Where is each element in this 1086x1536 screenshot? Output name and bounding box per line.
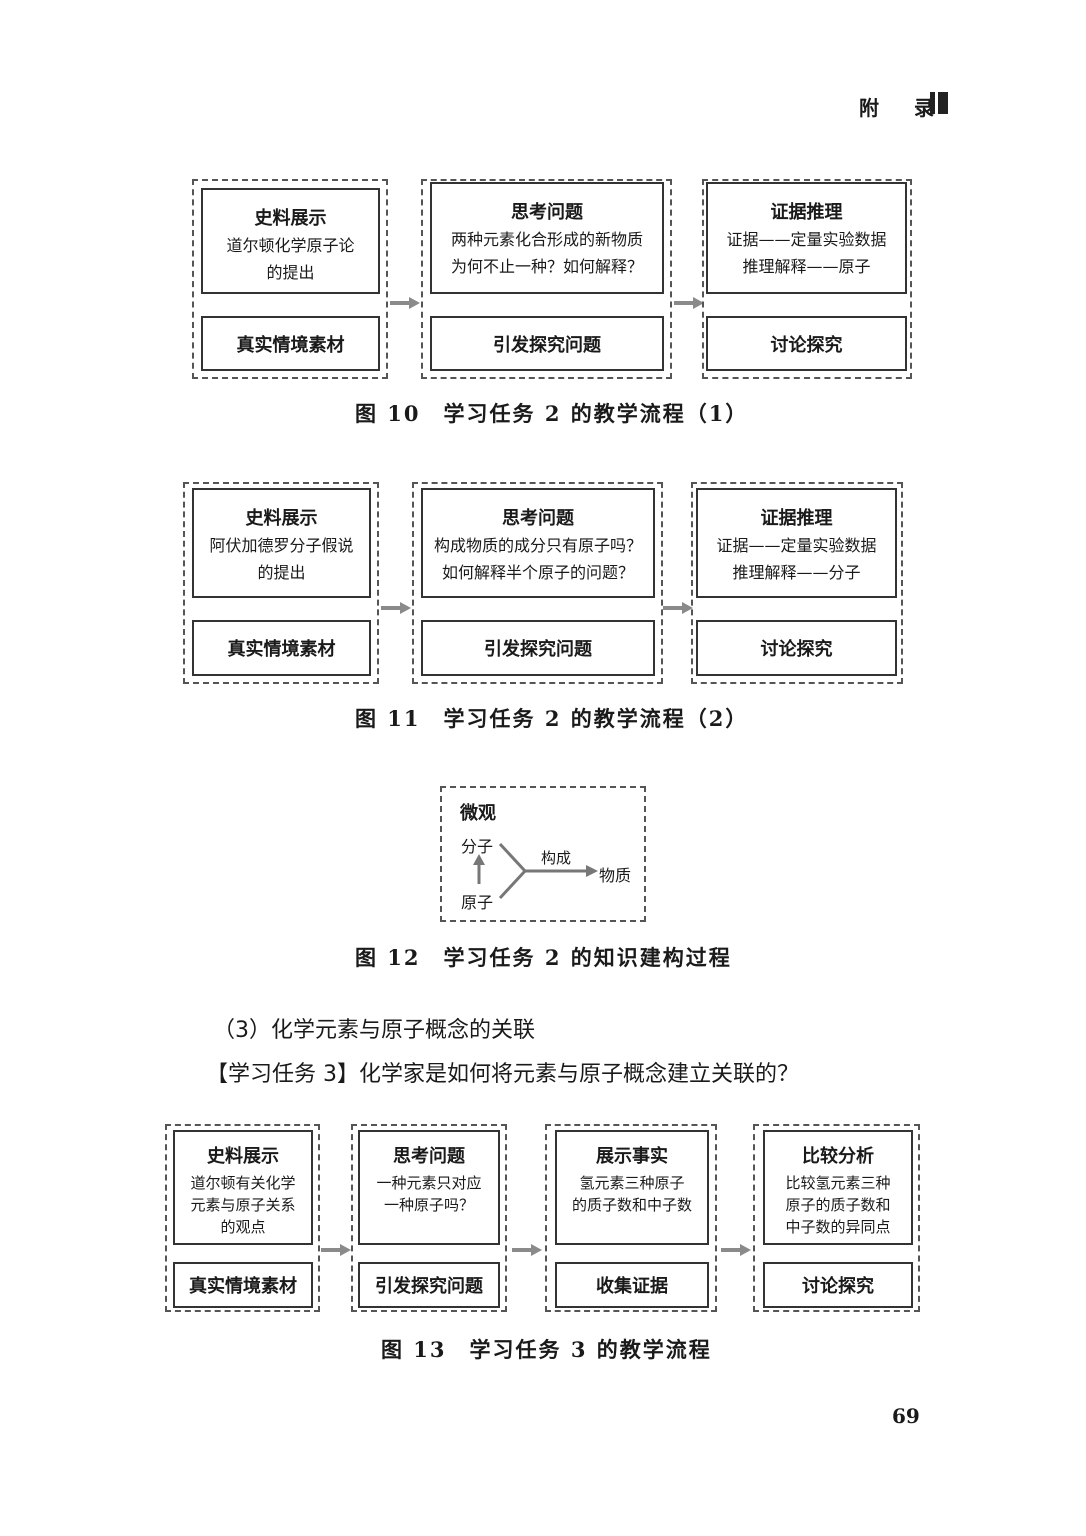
fig12-atom: 原子 (461, 893, 494, 912)
fig13-box-1-title: 史料展示 (207, 1146, 279, 1167)
fig10-box-3: 证据推理 证据——定量实验数据 推理解释——原子 (706, 182, 907, 294)
fig10-box-1-body: 道尔顿化学原子论 的提出 (226, 236, 355, 282)
fig10-label-3: 讨论探究 (706, 316, 907, 371)
fig13-box-3: 展示事实 氢元素三种原子 的质子数和中子数 (555, 1130, 709, 1245)
fig13-box-1-body: 道尔顿有关化学 元素与原子关系 的观点 (190, 1174, 296, 1236)
fig12-molecule: 分子 (461, 837, 494, 856)
page-number: 69 (892, 1404, 920, 1428)
fig11-box-1-title: 史料展示 (245, 508, 318, 529)
fig11-box-2-body: 构成物质的成分只有原子吗？ 如何解释半个原子的问题？ (433, 536, 642, 582)
fig13-label-3: 收集证据 (555, 1262, 709, 1308)
fig11-group-2 (412, 482, 663, 684)
fig10-box-1: 史料展示 道尔顿化学原子论 的提出 (201, 188, 380, 294)
fig11-group-3 (691, 482, 903, 684)
section-heading: （3）化学元素与原子概念的关联 (213, 1018, 535, 1043)
fig12-title: 微观 (460, 803, 496, 824)
fig10-box-3-body: 证据——定量实验数据 推理解释——原子 (726, 230, 887, 276)
fig13-box-4-body: 比较氢元素三种 原子的质子数和 中子数的异同点 (785, 1174, 891, 1236)
fig13-box-3-title: 展示事实 (596, 1146, 668, 1167)
fig10-caption: 图 10 学习任务 2 的教学流程（1） (355, 401, 749, 426)
fig12-substance: 物质 (599, 866, 632, 885)
fig13-box-2-title: 思考问题 (393, 1146, 465, 1167)
fig11-box-1-body: 阿伏加德罗分子假说 的提出 (209, 536, 354, 582)
fig13-box-2: 思考问题 一种元素只对应 一种原子吗？ (358, 1130, 500, 1245)
fig13-arrow-2 (512, 1244, 542, 1256)
fig10-box-1-title: 史料展示 (254, 208, 327, 229)
fig13-box-3-body: 氢元素三种原子 的质子数和中子数 (571, 1174, 692, 1214)
fig10-arrow-1 (390, 297, 420, 309)
fig13-label-1: 真实情境素材 (173, 1262, 313, 1308)
fig13-box-4-title: 比较分析 (802, 1146, 874, 1167)
fig12-caption: 图 12 学习任务 2 的知识建构过程 (355, 945, 732, 970)
fig10-label-2: 引发探究问题 (430, 316, 664, 371)
fig10-box-3-title: 证据推理 (770, 202, 843, 223)
fig13-group-4 (753, 1124, 920, 1312)
task-3-question: 【学习任务 3】化学家是如何将元素与原子概念建立关联的？ (206, 1062, 799, 1087)
fig11-group-1 (183, 482, 379, 684)
running-header: 附 录 (859, 96, 948, 120)
fig11-label-2: 引发探究问题 (421, 620, 655, 676)
header-bar-thin (930, 92, 935, 114)
fig12-frame (440, 786, 646, 922)
fig10-box-2-title: 思考问题 (511, 202, 583, 223)
fig11-box-2-title: 思考问题 (502, 508, 574, 529)
fig10-box-2: 思考问题 两种元素化合形成的新物质 为何不止一种？如何解释？ (430, 182, 664, 294)
fig11-label-3: 讨论探究 (696, 620, 897, 676)
fig13-arrow-1 (321, 1244, 351, 1256)
fig13-label-2: 引发探究问题 (358, 1262, 500, 1308)
fig13-caption: 图 13 学习任务 3 的教学流程 (381, 1337, 712, 1362)
fig13-arrow-3 (721, 1244, 751, 1256)
fig11-box-1: 史料展示 阿伏加德罗分子假说 的提出 (192, 488, 371, 598)
fig10-label-1: 真实情境素材 (201, 316, 380, 371)
fig13-box-1: 史料展示 道尔顿有关化学 元素与原子关系 的观点 (173, 1130, 313, 1245)
fig11-caption: 图 11 学习任务 2 的教学流程（2） (355, 706, 749, 731)
fig11-label-1: 真实情境素材 (192, 620, 371, 676)
fig11-box-2: 思考问题 构成物质的成分只有原子吗？ 如何解释半个原子的问题？ (421, 488, 655, 598)
header-bar-thick (938, 92, 948, 114)
fig13-group-2 (351, 1124, 507, 1312)
fig13-box-4: 比较分析 比较氢元素三种 原子的质子数和 中子数的异同点 (763, 1130, 913, 1245)
fig12-diagram-lines (473, 842, 598, 900)
fig11-arrow-2 (663, 602, 693, 614)
fig13-group-1 (165, 1124, 320, 1312)
fig11-box-3-body: 证据——定量实验数据 推理解释——分子 (716, 536, 877, 582)
fig13-label-4: 讨论探究 (763, 1262, 913, 1308)
fig10-box-2-body: 两种元素化合形成的新物质 为何不止一种？如何解释？ (450, 230, 643, 276)
fig10-arrow-2 (674, 297, 704, 309)
fig13-box-2-body: 一种元素只对应 一种原子吗？ (376, 1174, 482, 1214)
fig13-group-3 (545, 1124, 717, 1312)
fig10-group-1 (192, 179, 388, 379)
fig11-arrow-1 (381, 602, 411, 614)
fig12-relation-label: 构成 (541, 849, 572, 867)
fig10-group-3 (702, 179, 912, 379)
fig11-box-3: 证据推理 证据——定量实验数据 推理解释——分子 (696, 488, 897, 598)
fig10-group-2 (421, 179, 672, 379)
fig11-box-3-title: 证据推理 (760, 508, 833, 529)
